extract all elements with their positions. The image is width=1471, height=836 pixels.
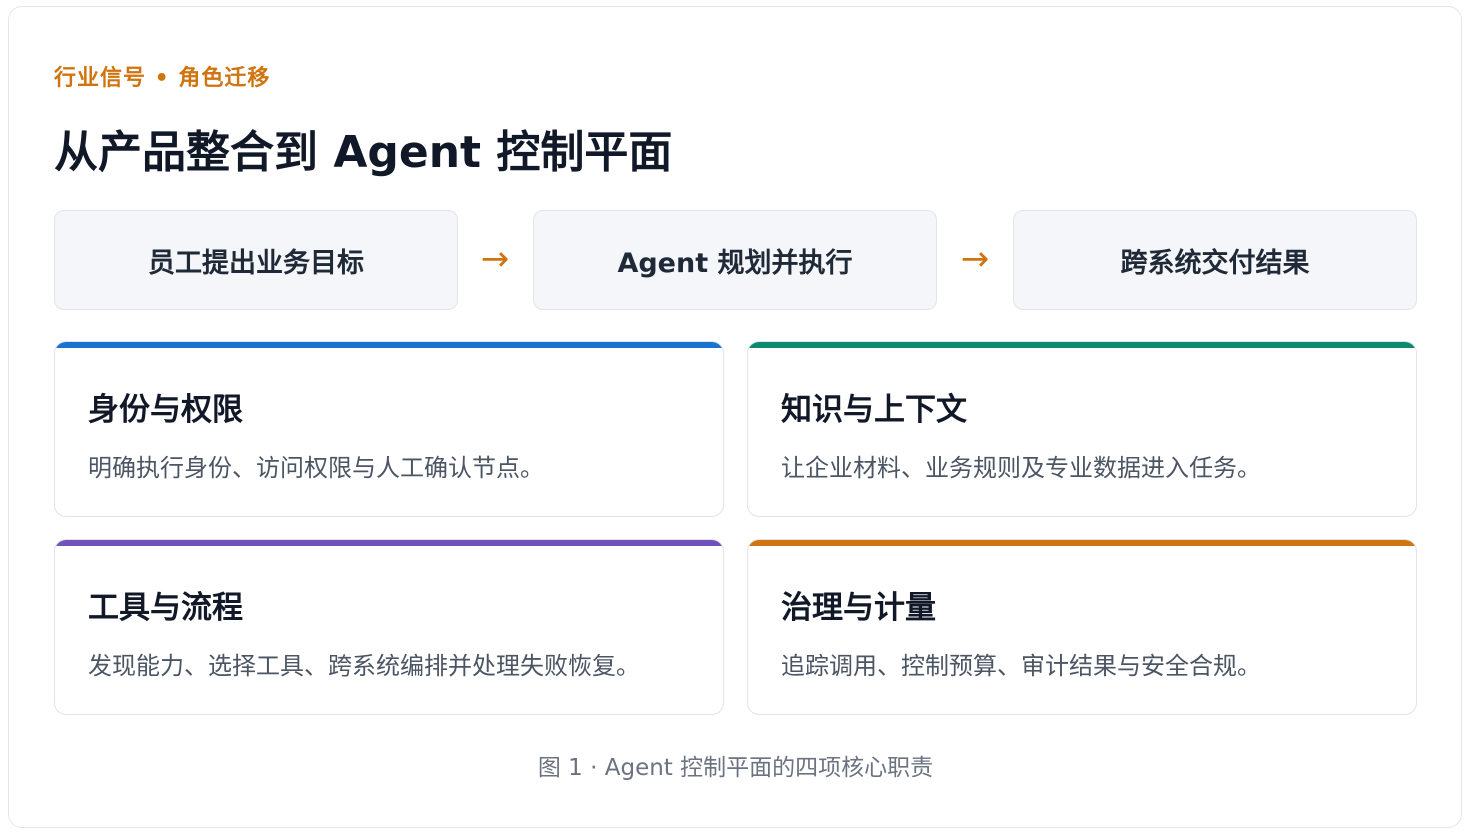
figure-caption: 图 1 · Agent 控制平面的四项核心职责 <box>537 755 934 781</box>
card-accent-bar <box>748 540 1416 546</box>
flow-step-label: 员工提出业务目标 <box>148 247 364 279</box>
card-description: 发现能力、选择工具、跨系统编排并处理失败恢复。 <box>88 652 640 680</box>
card-title: 工具与流程 <box>88 590 243 626</box>
arrow-right-icon: → <box>480 239 510 279</box>
card-accent-bar <box>55 342 723 348</box>
flow-step-deliver: 跨系统交付结果 <box>1013 210 1417 310</box>
flow-step-label: Agent 规划并执行 <box>617 247 853 279</box>
flow-step-goal: 员工提出业务目标 <box>54 210 458 310</box>
page-title: 从产品整合到 Agent 控制平面 <box>54 127 673 178</box>
card-accent-bar <box>748 342 1416 348</box>
card-title: 治理与计量 <box>781 590 936 626</box>
eyebrow-label: 行业信号 • 角色迁移 <box>54 66 271 91</box>
card-governance-metering: 治理与计量 追踪调用、控制预算、审计结果与安全合规。 <box>747 539 1417 715</box>
card-tools-workflow: 工具与流程 发现能力、选择工具、跨系统编排并处理失败恢复。 <box>54 539 724 715</box>
card-identity-permissions: 身份与权限 明确执行身份、访问权限与人工确认节点。 <box>54 341 724 517</box>
card-accent-bar <box>55 540 723 546</box>
card-description: 让企业材料、业务规则及专业数据进入任务。 <box>781 454 1261 482</box>
flow-step-label: 跨系统交付结果 <box>1120 247 1310 279</box>
arrow-right-icon: → <box>960 239 990 279</box>
card-description: 追踪调用、控制预算、审计结果与安全合规。 <box>781 652 1261 680</box>
card-title: 身份与权限 <box>88 392 243 428</box>
card-description: 明确执行身份、访问权限与人工确认节点。 <box>88 454 544 482</box>
card-knowledge-context: 知识与上下文 让企业材料、业务规则及专业数据进入任务。 <box>747 341 1417 517</box>
card-title: 知识与上下文 <box>781 392 967 428</box>
flow-step-plan: Agent 规划并执行 <box>533 210 937 310</box>
